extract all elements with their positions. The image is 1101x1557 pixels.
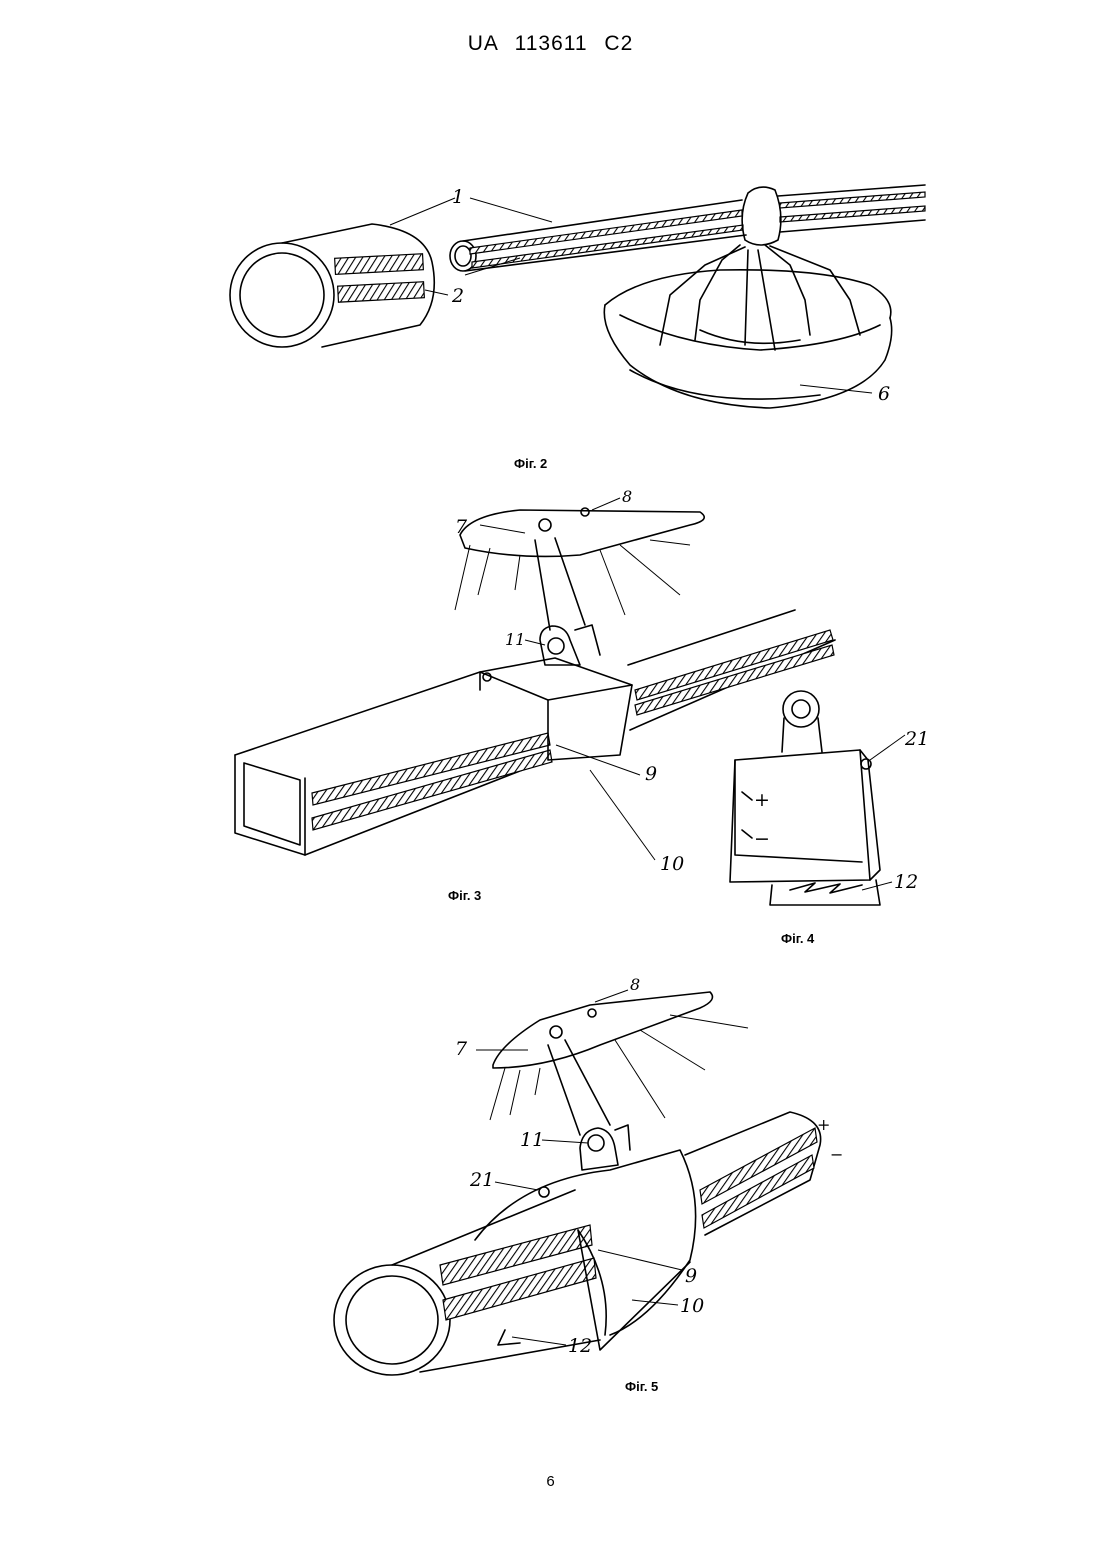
figure-4-drawing: 21 12 + − xyxy=(730,691,929,905)
fig3-label-11: 11 xyxy=(505,630,525,649)
fig2-label-6: 6 xyxy=(878,383,890,405)
fig5-label-12: 12 xyxy=(568,1335,592,1357)
figure-5-caption: Фіг. 5 xyxy=(625,1379,658,1394)
fig2-label-2: 2 xyxy=(451,285,464,307)
fig4-label-12: 12 xyxy=(894,871,918,893)
fig5-label-21: 21 xyxy=(469,1169,494,1191)
figure-3-drawing: 7 8 11 9 10 xyxy=(235,487,835,875)
figure-5-drawing: 8 7 11 21 9 10 12 + − xyxy=(334,975,843,1375)
figure-3-caption: Фіг. 3 xyxy=(448,888,481,903)
fig5-label-plus: + xyxy=(817,1115,830,1134)
figure-2-drawing: 1 2 6 xyxy=(230,185,925,408)
fig4-label-21: 21 xyxy=(904,728,929,750)
fig5-label-10: 10 xyxy=(680,1295,704,1317)
fig4-label-minus: − xyxy=(754,828,770,850)
page-number: 6 xyxy=(0,1473,1101,1490)
figure-4-caption: Фіг. 4 xyxy=(781,931,814,946)
fig5-label-9: 9 xyxy=(685,1265,697,1287)
fig3-label-9: 9 xyxy=(645,763,657,785)
fig5-label-7: 7 xyxy=(455,1038,468,1060)
fig5-label-8: 8 xyxy=(630,975,640,994)
fig5-label-minus: − xyxy=(830,1145,843,1164)
fig3-label-7: 7 xyxy=(455,516,468,538)
fig4-label-plus: + xyxy=(754,789,770,811)
fig5-label-11: 11 xyxy=(520,1129,544,1151)
figure-2-caption: Фіг. 2 xyxy=(514,456,547,471)
fig3-label-8: 8 xyxy=(622,487,632,506)
fig2-label-1: 1 xyxy=(452,186,464,208)
fig3-label-10: 10 xyxy=(660,853,684,875)
